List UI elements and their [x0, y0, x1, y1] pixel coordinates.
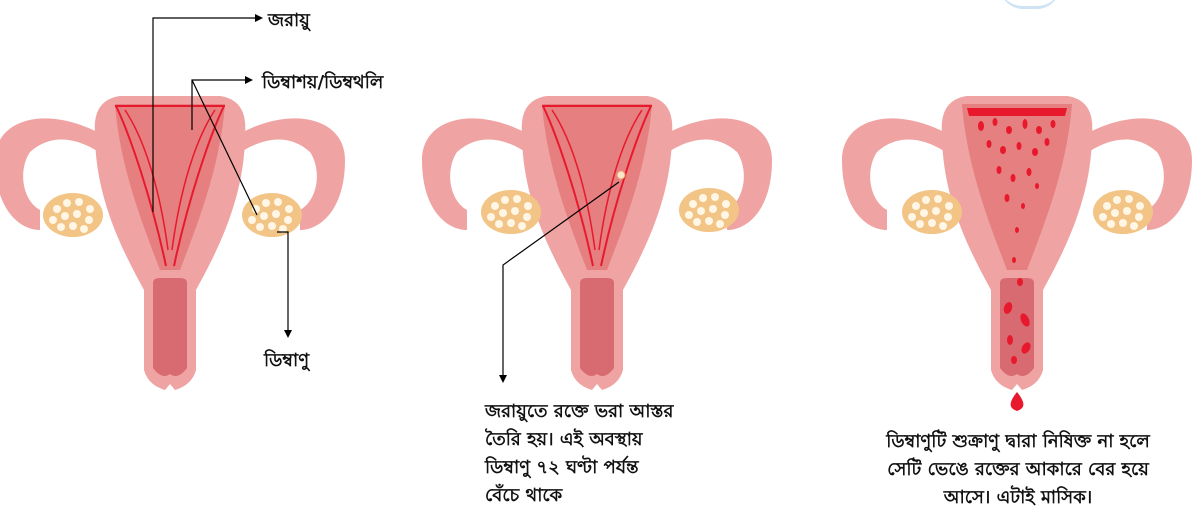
caption-line: জরায়ুতে রক্তে ভরা আস্তর	[485, 398, 673, 426]
label-ovum: ডিম্বাণু	[264, 346, 309, 377]
ovary-left	[43, 193, 103, 237]
caption-menstruation: ডিম্বাণুটি শুক্রাণু দ্বারা নিষিক্ত না হল…	[838, 428, 1195, 512]
ovary-right	[679, 188, 739, 232]
ovary-right	[1093, 190, 1153, 234]
blood-drop	[1011, 392, 1024, 411]
ovary-left	[902, 190, 962, 234]
uterus-diagram-menstruation	[842, 96, 1192, 411]
caption-line: তৈরি হয়। এই অবস্থায়	[485, 426, 673, 454]
ovum-dot	[617, 171, 625, 179]
caption-line: আসে। এটাই মাসিক।	[838, 484, 1195, 512]
caption-lining: জরায়ুতে রক্তে ভরা আস্তর তৈরি হয়। এই অব…	[485, 398, 673, 510]
label-ovary: ডিম্বাশয়/ডিম্বথলি	[262, 68, 383, 99]
uterus-diagram-lining	[422, 96, 772, 390]
caption-line: ডিম্বাণু ৭২ ঘণ্টা পর্যন্ত	[485, 454, 673, 482]
pointer-ovum	[277, 232, 292, 338]
ovary-right	[242, 193, 302, 237]
label-uterus: জরায়ু	[268, 6, 310, 37]
ovary-left	[481, 190, 541, 234]
caption-line: বেঁচে থাকে	[485, 482, 673, 510]
caption-line: সেটি ভেঙে রক্তের আকারে বের হয়ে	[838, 456, 1195, 484]
caption-line: ডিম্বাণুটি শুক্রাণু দ্বারা নিষিক্ত না হল…	[838, 428, 1195, 456]
